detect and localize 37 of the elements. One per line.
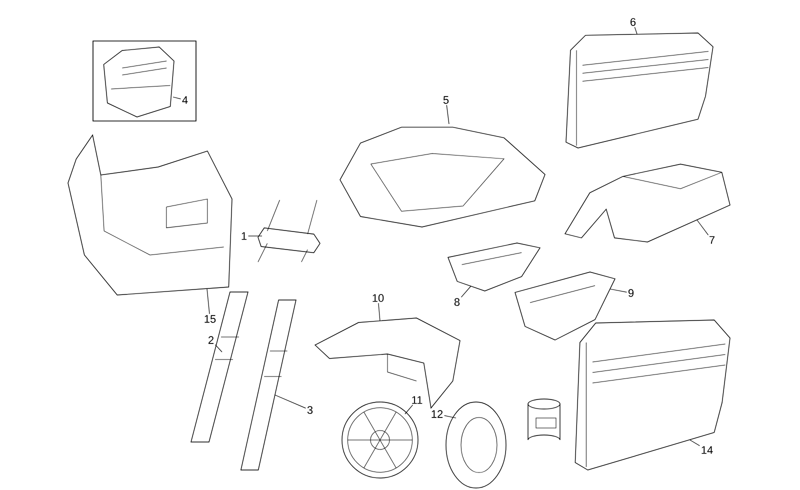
callout-number: 12 [432, 410, 443, 418]
callout-number: 6 [630, 18, 636, 26]
callout-number: 7 [710, 236, 715, 244]
callout-number: 8 [454, 298, 460, 306]
leader-line [274, 394, 306, 408]
callout-number: 15 [204, 315, 216, 323]
leader-line [404, 404, 414, 414]
fuel-tank-drawing [340, 126, 546, 228]
pannier-drawing [566, 32, 714, 148]
leader-line [696, 220, 709, 236]
callout-number: 5 [443, 96, 449, 104]
leader-line [446, 104, 450, 124]
fork-yoke-drawing [258, 200, 320, 262]
brake-disc-drawing [446, 402, 506, 488]
leader-line [206, 288, 210, 314]
callout-number: 2 [208, 336, 214, 344]
callout-number: 10 [372, 294, 384, 302]
pannier-drawing [574, 320, 730, 470]
callout-number: 9 [628, 289, 634, 297]
callout-number: 4 [182, 96, 188, 104]
leader-line [172, 96, 182, 100]
leader-line [690, 440, 700, 446]
callout-number: 1 [242, 232, 247, 240]
leader-line [214, 344, 222, 352]
callout-number: 11 [412, 396, 422, 404]
fairing-drawing [68, 134, 232, 296]
leader-line [610, 288, 628, 292]
leader-line [634, 26, 638, 34]
instrument-cover-drawing [103, 46, 174, 118]
leader-line [460, 286, 472, 298]
side-panel-drawing [514, 272, 616, 340]
callout-number: 3 [307, 406, 313, 414]
side-panel-drawing [448, 242, 541, 292]
leader-line [444, 415, 456, 418]
callout-number: 14 [702, 446, 713, 454]
leader-line [378, 302, 380, 322]
fork-leg-drawing [190, 292, 248, 442]
